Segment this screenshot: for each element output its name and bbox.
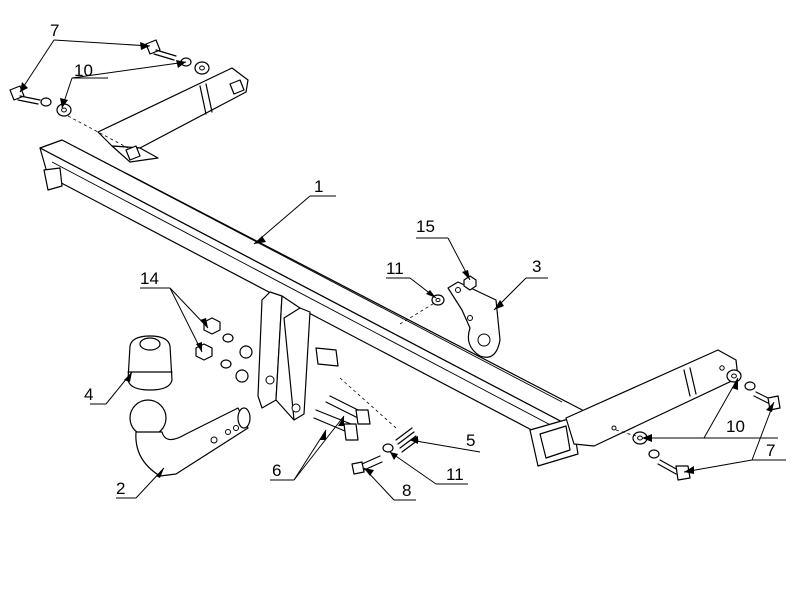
left-lower-washers xyxy=(40,97,72,117)
left-mounting-bracket xyxy=(97,67,249,163)
left-upper-washers xyxy=(180,57,210,75)
callout-1: 1 xyxy=(314,177,323,196)
right-upper-bolt xyxy=(753,391,781,411)
right-mounting-bracket xyxy=(565,349,739,447)
callout-labels: 7 10 1 15 11 3 14 4 2 6 5 11 8 10 7 xyxy=(50,21,775,500)
tow-ball-mounting-plates xyxy=(257,291,339,421)
callout-4: 4 xyxy=(84,385,93,404)
callout-10-left: 10 xyxy=(74,61,93,80)
plate-nut xyxy=(463,275,477,291)
spring-clamp-nut xyxy=(395,427,419,453)
callout-11-upper: 11 xyxy=(386,259,404,278)
arrowheads xyxy=(20,42,774,478)
tow-ball-nuts xyxy=(195,317,253,383)
ball-mount-bolts xyxy=(313,395,371,441)
right-lower-washers xyxy=(632,431,660,459)
callout-2: 2 xyxy=(116,479,125,498)
callout-14: 14 xyxy=(140,269,159,288)
callout-10-right: 10 xyxy=(726,417,745,436)
callout-7-left: 7 xyxy=(50,21,59,40)
callout-11-lower: 11 xyxy=(446,465,464,484)
right-lower-bolt xyxy=(657,459,691,481)
tow-ball-neck xyxy=(129,399,251,477)
callout-7-right: 7 xyxy=(766,441,775,460)
main-cross-beam xyxy=(39,139,591,467)
callout-15: 15 xyxy=(416,217,435,236)
callout-8: 8 xyxy=(402,481,411,500)
ball-cover-cap xyxy=(127,335,173,391)
left-upper-bolt xyxy=(145,39,177,61)
socket-plate xyxy=(447,281,501,358)
callout-5: 5 xyxy=(466,431,475,450)
callout-6: 6 xyxy=(272,461,281,480)
callout-3: 3 xyxy=(532,257,541,276)
right-upper-washers xyxy=(726,369,756,391)
clamp-washer xyxy=(382,443,394,453)
